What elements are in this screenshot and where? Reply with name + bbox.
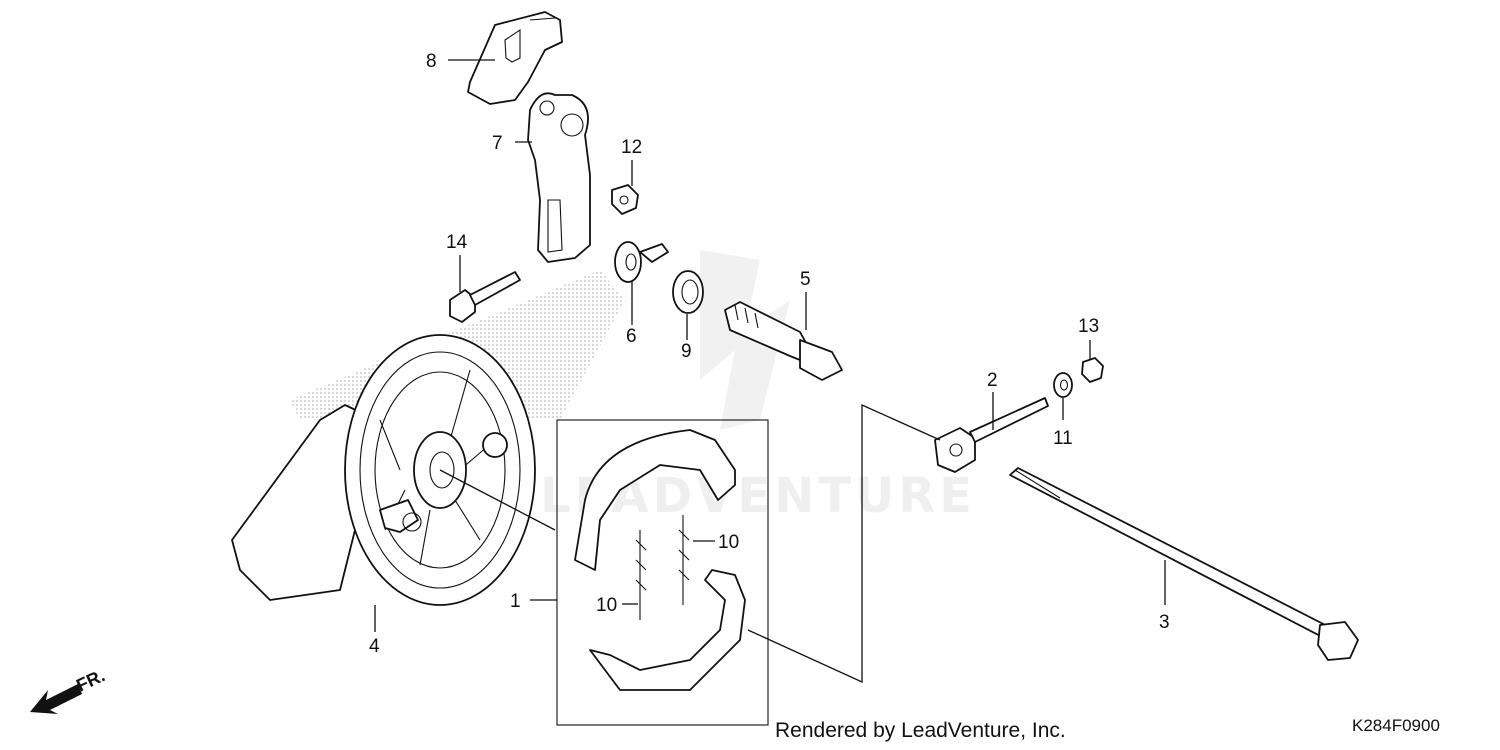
part-5-brake-cam [724,301,843,381]
part-12-nut [611,184,639,215]
part-9-seal [672,270,704,314]
part-7-brake-arm [527,92,591,263]
leader-lines [374,59,1166,684]
callout-5: 5 [800,269,811,290]
front-direction-arrow: FR. [30,665,108,714]
callout-9: 9 [681,341,692,362]
callout-6: 6 [626,326,637,347]
part-6-indicator [614,241,669,283]
part-11-washer [1053,372,1073,398]
callout-3: 3 [1159,612,1170,633]
part-14-bolt [449,271,521,323]
callout-1: 1 [510,591,521,612]
part-4-brake-panel [231,334,536,606]
callout-7: 7 [492,133,503,154]
part-3-axle [1009,467,1359,661]
callout-10-upper: 10 [718,532,739,553]
render-credit: Rendered by LeadVenture, Inc. [775,719,1066,742]
part-13-nut [1081,357,1104,383]
part-8-cover [467,11,563,105]
callout-2: 2 [987,370,998,391]
callout-14: 14 [446,232,468,253]
callout-8: 8 [426,51,437,72]
part-2-adjuster [934,397,1049,473]
callout-13: 13 [1078,316,1099,337]
callout-11: 11 [1053,428,1073,449]
callout-12: 12 [621,137,642,158]
callout-4: 4 [369,636,380,657]
part-1-shoe-set [556,419,769,726]
callout-10-lower: 10 [596,595,617,616]
drawing-code: K284F0900 [1352,716,1440,735]
